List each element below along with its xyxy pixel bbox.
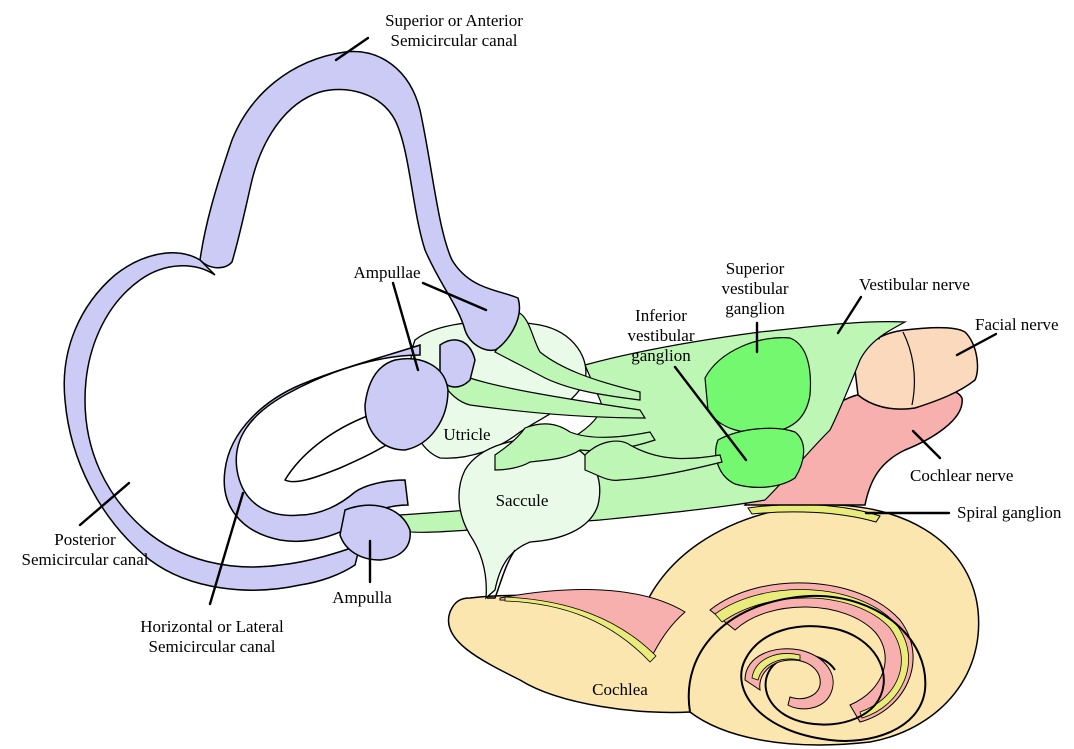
label-vestibular-nerve: Vestibular nerve <box>859 275 970 295</box>
label-superior-ganglion: Superior vestibular ganglion <box>721 259 788 319</box>
label-inferior-ganglion-line1: Inferior <box>627 306 694 326</box>
label-ampulla: Ampulla <box>332 588 392 608</box>
label-horizontal-canal-line1: Horizontal or Lateral <box>140 617 284 637</box>
label-ampulla-text: Ampulla <box>332 588 392 608</box>
label-posterior-canal-line1: Posterior <box>22 530 149 550</box>
label-inferior-ganglion: Inferior vestibular ganglion <box>627 306 694 366</box>
label-horizontal-canal: Horizontal or Lateral Semicircular canal <box>140 617 284 657</box>
label-superior-canal-line1: Superior or Anterior <box>385 11 523 31</box>
label-superior-ganglion-line1: Superior <box>721 259 788 279</box>
label-cochlear-nerve: Cochlear nerve <box>910 466 1013 486</box>
label-superior-canal: Superior or Anterior Semicircular canal <box>385 11 523 51</box>
label-utricle-text: Utricle <box>443 425 490 445</box>
label-inferior-ganglion-line2: vestibular <box>627 326 694 346</box>
semicircular-canals <box>64 52 519 591</box>
label-superior-ganglion-line2: vestibular <box>721 279 788 299</box>
superior-canal-shape <box>200 52 519 351</box>
label-ampullae: Ampullae <box>353 263 420 283</box>
label-facial-nerve-text: Facial nerve <box>975 315 1059 335</box>
label-horizontal-canal-line2: Semicircular canal <box>140 637 284 657</box>
label-inferior-ganglion-line3: ganglion <box>627 346 694 366</box>
label-vestibular-nerve-text: Vestibular nerve <box>859 275 970 295</box>
label-cochlea-text: Cochlea <box>592 680 648 700</box>
label-saccule: Saccule <box>496 491 549 511</box>
label-ampullae-text: Ampullae <box>353 263 420 283</box>
label-saccule-text: Saccule <box>496 491 549 511</box>
label-utricle: Utricle <box>443 425 490 445</box>
label-posterior-canal-line2: Semicircular canal <box>22 550 149 570</box>
label-cochlea: Cochlea <box>592 680 648 700</box>
label-superior-canal-line2: Semicircular canal <box>385 31 523 51</box>
label-spiral-ganglion: Spiral ganglion <box>957 503 1061 523</box>
label-cochlear-nerve-text: Cochlear nerve <box>910 466 1013 486</box>
label-superior-ganglion-line3: ganglion <box>721 299 788 319</box>
label-facial-nerve: Facial nerve <box>975 315 1059 335</box>
label-spiral-ganglion-text: Spiral ganglion <box>957 503 1061 523</box>
label-posterior-canal: Posterior Semicircular canal <box>22 530 149 570</box>
